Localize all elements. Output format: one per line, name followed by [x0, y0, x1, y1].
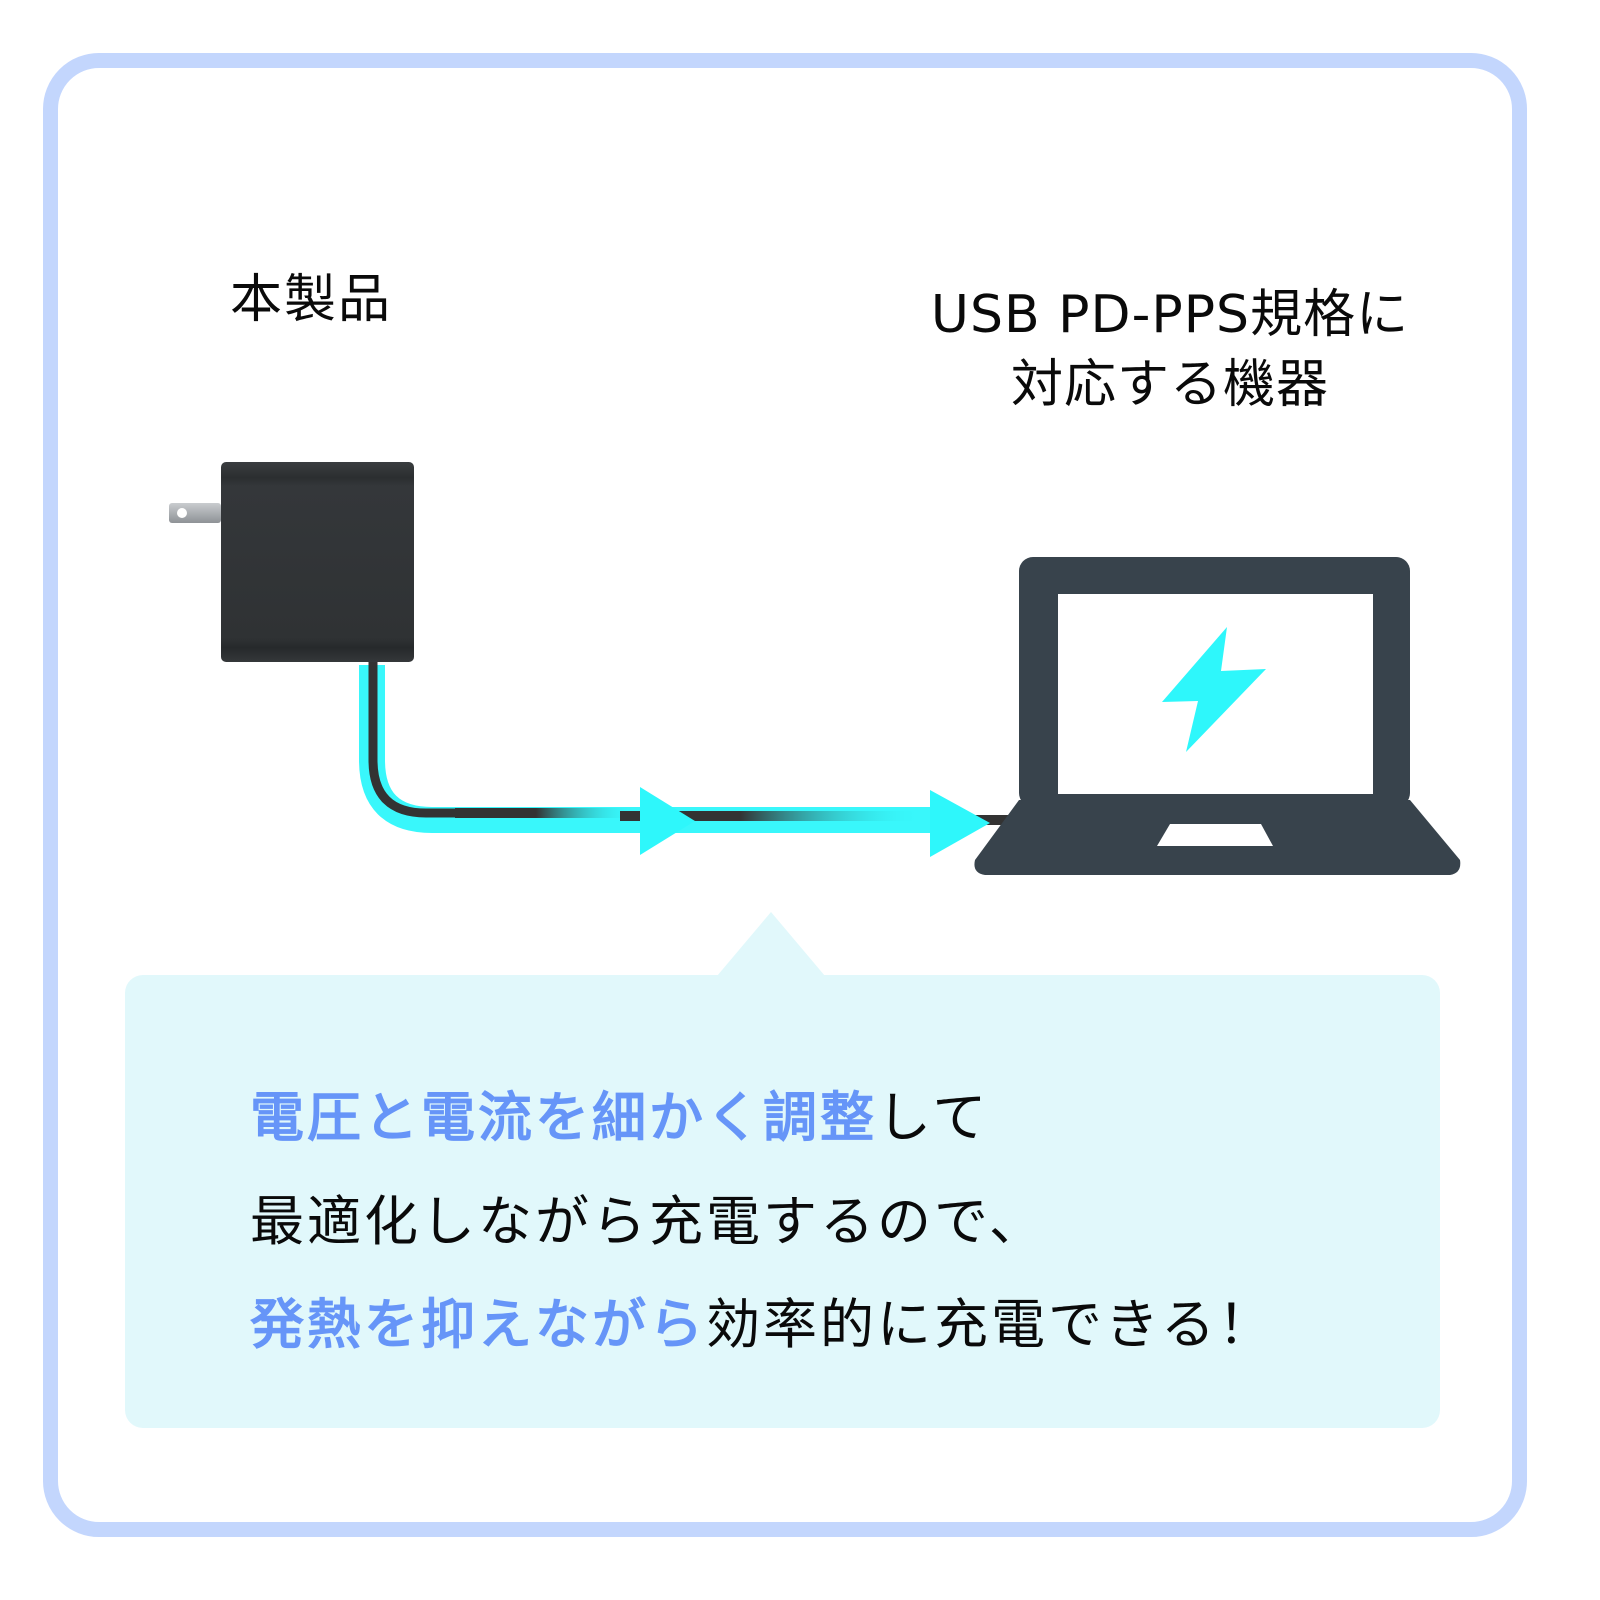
- cable-glow: [359, 665, 940, 833]
- cable-core-fade1: [455, 808, 635, 818]
- highlight-text: 発熱を抑えながら: [250, 1293, 706, 1356]
- plain-text: 効率的に充電できる！: [706, 1293, 1275, 1356]
- device-label-line2: 対応する機器: [1010, 355, 1329, 415]
- bubble-pointer: [717, 912, 825, 976]
- laptop-trackpad: [1157, 824, 1273, 846]
- plug-prong: [169, 503, 221, 523]
- charging-cable: [359, 662, 1015, 833]
- message-line-2: 最適化しながら充電するので、: [250, 1182, 1046, 1262]
- device-label-line1: USB PD-PPS規格に: [930, 285, 1410, 345]
- plain-text: して: [877, 1086, 990, 1149]
- message-line-1: 電圧と電流を細かく調整して: [250, 1078, 989, 1158]
- plain-text: 最適化しながら充電するので、: [250, 1190, 1046, 1253]
- cable-core-mid: [620, 811, 920, 821]
- product-label: 本製品: [230, 270, 393, 330]
- highlight-text: 電圧と電流を細かく調整: [250, 1086, 877, 1149]
- cable-core-vertical: [368, 662, 460, 818]
- prong-hole: [177, 508, 187, 518]
- charger-body: [221, 462, 414, 662]
- lightning-bolt-icon: [1162, 627, 1266, 752]
- cable-core-end: [975, 815, 1015, 825]
- outer-frame: [43, 53, 1527, 1537]
- flow-arrow-icon: [930, 790, 990, 857]
- flow-arrow-icon: [640, 787, 695, 855]
- message-line-3: 発熱を抑えながら効率的に充電できる！: [250, 1285, 1275, 1365]
- device-label: USB PD-PPS規格に 対応する機器: [890, 280, 1450, 420]
- ac-adapter-icon: [169, 462, 414, 662]
- laptop-icon: [974, 557, 1461, 875]
- message-bubble: [125, 975, 1440, 1428]
